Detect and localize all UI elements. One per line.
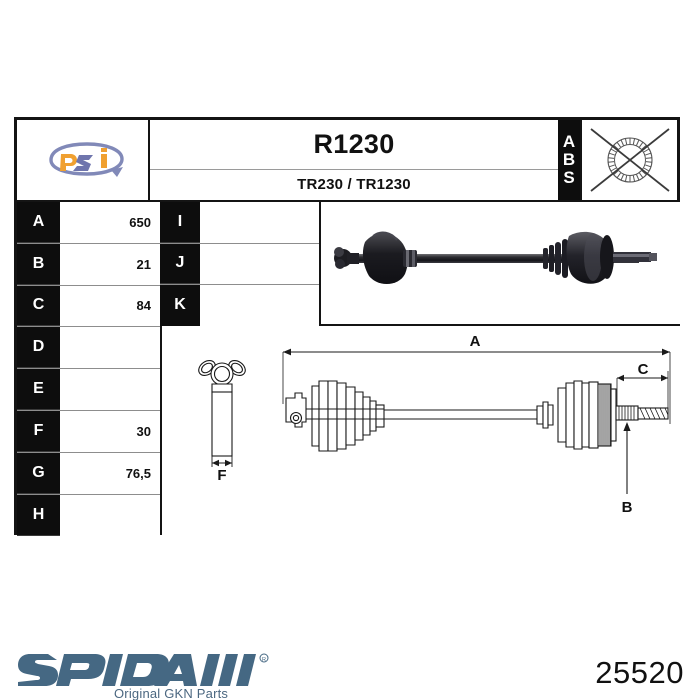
dimension-label-f: F bbox=[217, 467, 226, 484]
abs-letter-a: A bbox=[562, 132, 576, 152]
page-title: R1230 bbox=[150, 120, 558, 170]
table-row: J bbox=[160, 243, 319, 285]
drive-shaft-photo bbox=[321, 200, 680, 326]
dimension-b bbox=[623, 422, 631, 494]
spec-value: 21 bbox=[60, 243, 160, 285]
table-row: A 650 bbox=[17, 202, 160, 244]
technical-drawing-graphic: A C B F bbox=[198, 333, 671, 516]
table-row: G 76,5 bbox=[17, 452, 160, 495]
svg-text:R: R bbox=[262, 657, 266, 663]
header-band: R1230 TR230 / TR1230 A B S bbox=[17, 120, 677, 200]
drive-shaft-photo-graphic bbox=[334, 231, 657, 285]
spidan-wordmark: R bbox=[15, 653, 269, 686]
brand-tagline: Original GKN Parts bbox=[114, 686, 229, 700]
dimension-c bbox=[616, 371, 669, 408]
spidan-logo: R Original GKN Parts bbox=[15, 652, 278, 700]
spec-key: B bbox=[17, 243, 60, 285]
abs-icon-cell bbox=[580, 120, 677, 200]
detail-view-f bbox=[198, 360, 246, 467]
table-row: B 21 bbox=[17, 243, 160, 286]
spec-table-secondary: I J K bbox=[160, 200, 321, 327]
spec-key: E bbox=[17, 369, 60, 410]
drive-shaft-technical-drawing: A C B F bbox=[160, 326, 680, 535]
psi-logo bbox=[37, 140, 129, 180]
spec-key: H bbox=[17, 494, 60, 537]
abs-ring-crossed-out-icon bbox=[589, 128, 670, 192]
spec-value bbox=[200, 243, 319, 284]
dimension-a bbox=[282, 348, 671, 424]
spec-value: 650 bbox=[60, 202, 160, 243]
spec-value bbox=[60, 327, 160, 369]
spec-key: D bbox=[17, 327, 60, 369]
spec-value: 84 bbox=[60, 285, 160, 327]
spec-value bbox=[200, 202, 319, 243]
dimension-label-c: C bbox=[638, 361, 649, 378]
part-number: 25520 bbox=[595, 655, 684, 690]
spec-value bbox=[60, 369, 160, 410]
table-row: H bbox=[17, 494, 160, 537]
datasheet-frame: R1230 TR230 / TR1230 A B S bbox=[14, 117, 680, 537]
spec-key: K bbox=[160, 285, 200, 327]
table-row: D bbox=[17, 327, 160, 370]
spec-key: A bbox=[17, 202, 60, 243]
spec-value: 30 bbox=[60, 410, 160, 452]
table-row: I bbox=[160, 202, 319, 244]
table-row: K bbox=[160, 285, 319, 327]
abs-letter-s: S bbox=[563, 167, 575, 187]
dimension-label-a: A bbox=[470, 333, 481, 350]
spec-table: A 650 B 21 C 84 D E F 30 bbox=[17, 200, 160, 537]
spec-value: 76,5 bbox=[60, 452, 160, 494]
psi-logo-graphic bbox=[48, 142, 124, 177]
table-row: C 84 bbox=[17, 285, 160, 328]
spec-value bbox=[60, 494, 160, 537]
spec-key: G bbox=[17, 452, 60, 494]
page-subtitle: TR230 / TR1230 bbox=[297, 176, 411, 193]
header-titles: R1230 TR230 / TR1230 bbox=[150, 120, 558, 200]
spec-key: I bbox=[160, 202, 200, 243]
spec-value bbox=[200, 285, 319, 327]
abs-letter-b: B bbox=[562, 150, 576, 170]
spec-key: F bbox=[17, 410, 60, 452]
spec-key: J bbox=[160, 243, 200, 284]
abs-label: A B S bbox=[558, 120, 580, 200]
psi-logo-cell bbox=[17, 120, 150, 200]
table-row: F 30 bbox=[17, 410, 160, 453]
table-row: E bbox=[17, 369, 160, 411]
dimension-label-b: B bbox=[622, 499, 633, 516]
spec-key: C bbox=[17, 285, 60, 327]
